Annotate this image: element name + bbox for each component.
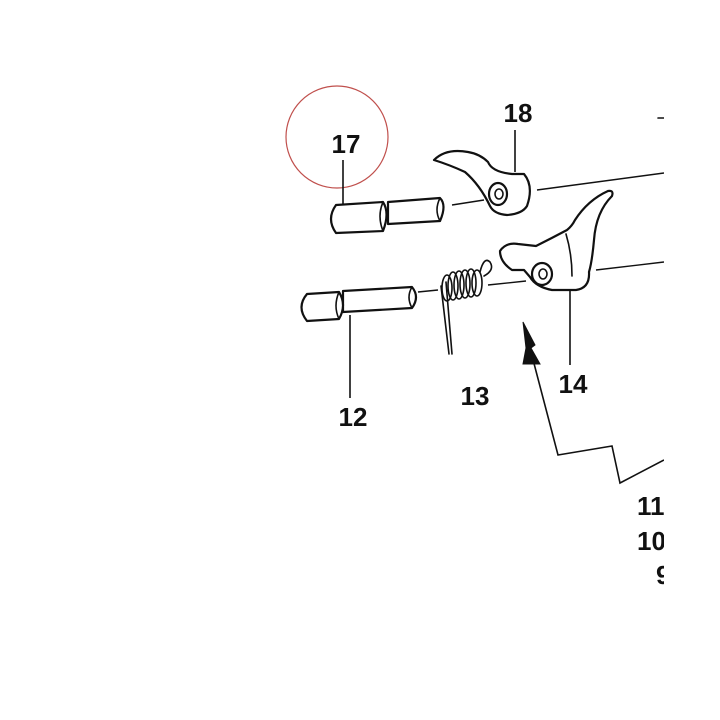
callout-13: 13 xyxy=(461,381,490,411)
assembly-direction-arrow xyxy=(522,321,541,365)
assembly-leader-line xyxy=(530,351,664,485)
callout-18: 18 xyxy=(504,98,533,128)
part-18-hook[interactable] xyxy=(432,149,531,217)
callout-10: 10 xyxy=(637,526,666,556)
callout-12: 12 xyxy=(339,402,368,432)
callout-14: 14 xyxy=(559,369,588,399)
callout-17: 17 xyxy=(332,129,361,159)
part-14-trigger[interactable] xyxy=(498,189,614,292)
callout-11: 11 xyxy=(637,491,665,521)
callout-17-highlight-circle xyxy=(285,85,389,189)
pin-12-axis-line xyxy=(417,289,439,293)
spring-13-axis-line xyxy=(487,280,527,286)
part-13-spring[interactable] xyxy=(440,259,493,355)
trigger-14-axis-line xyxy=(595,261,664,271)
part-17-pin[interactable] xyxy=(329,196,445,235)
pin-17-axis-line xyxy=(451,199,485,206)
callout-9: 9 xyxy=(656,560,670,590)
hook-18-axis-line xyxy=(536,172,664,191)
part-12-pin[interactable] xyxy=(300,285,418,323)
